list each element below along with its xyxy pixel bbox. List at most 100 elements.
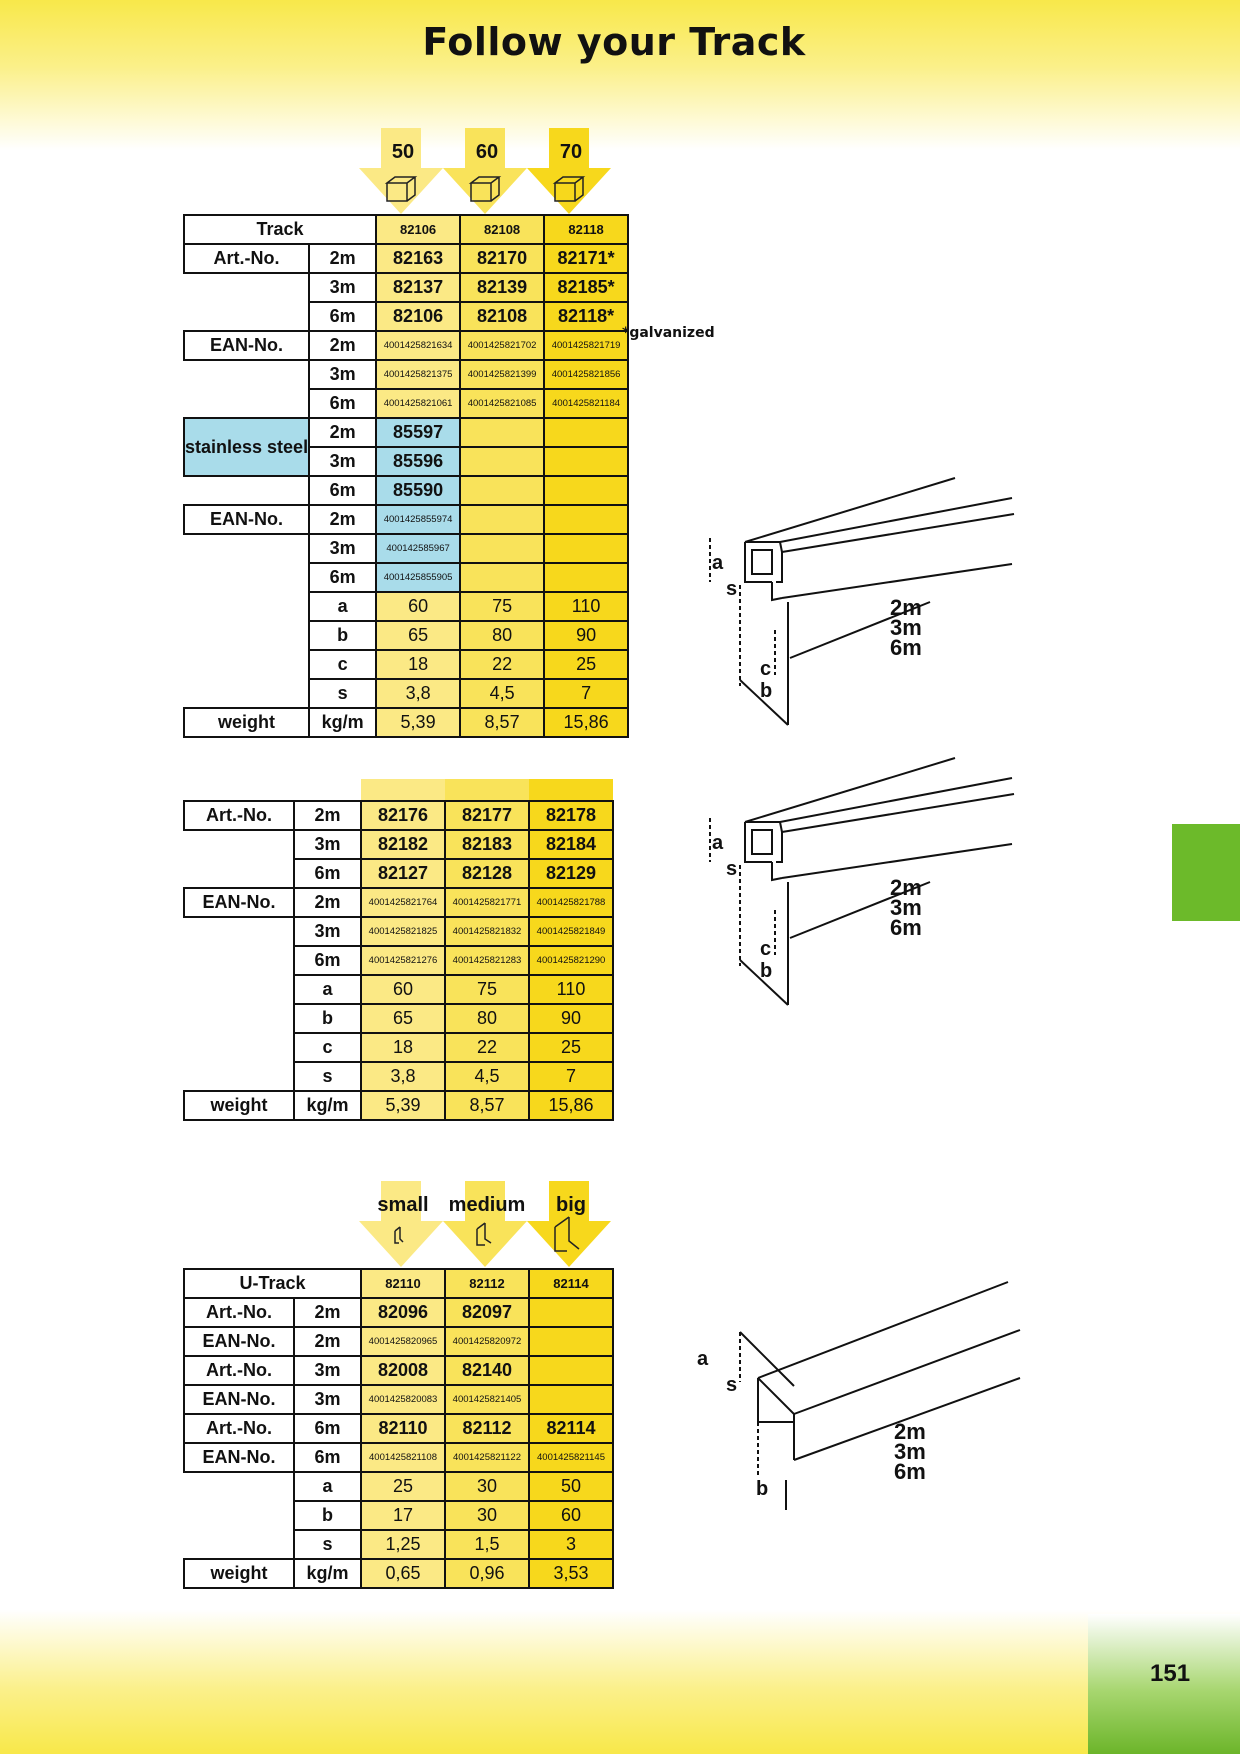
u-track-profile-drawing [739, 1281, 1021, 1510]
table-row: 6m 82127 82128 82129 [184, 858, 614, 889]
cell: 4001425821849 [528, 916, 614, 947]
empty-label [184, 917, 294, 946]
cell: 82185* [543, 272, 630, 303]
table-row: s 3,8 4,5 7 [184, 1061, 614, 1092]
row-label: weight [183, 1558, 295, 1589]
row-length: a [293, 1471, 362, 1502]
profile-70-icon [552, 176, 586, 202]
u-profile-big-icon [554, 1216, 580, 1252]
row-length: 3m [293, 1384, 362, 1415]
table-row: a 60 75 110 [184, 974, 614, 1005]
page-number: 151 [1150, 1660, 1191, 1687]
cell: 3,53 [528, 1558, 614, 1589]
cell [459, 446, 546, 477]
cell: 82008 [360, 1355, 446, 1386]
stainless-steel-label: stainless steel [182, 417, 311, 477]
track-header-label: Track [182, 214, 378, 245]
row-label: EAN-No. [182, 330, 311, 361]
row-length: 6m [308, 301, 378, 332]
cell: 85596 [375, 446, 462, 477]
table-row: s 3,8 4,5 7 [184, 678, 630, 709]
row-length: s [293, 1061, 362, 1092]
arrow-size-small [359, 1181, 443, 1267]
cell: 82183 [444, 829, 530, 860]
cell [543, 475, 630, 506]
empty-label [184, 563, 309, 592]
track-profile-drawing-2 [709, 757, 1015, 1006]
table-row: EAN-No. 2m 4001425821764 4001425821771 4… [183, 887, 614, 918]
length-2m: 2m [894, 1419, 926, 1444]
row-label: EAN-No. [183, 1442, 295, 1473]
cell: 85590 [375, 475, 462, 506]
size-label-medium: medium [448, 1194, 526, 1216]
table-row: weight kg/m 5,39 8,57 15,86 [183, 1090, 614, 1121]
row-label: Art.-No. [183, 1413, 295, 1444]
row-label: Art.-No. [183, 1297, 295, 1328]
table-row: Art.-No. 2m 82096 82097 [183, 1297, 614, 1328]
empty-label [184, 389, 309, 418]
cell: 4001425855905 [375, 562, 462, 593]
cell: 82184 [528, 829, 614, 860]
cell: 82129 [528, 858, 614, 889]
cell: 25 [543, 649, 630, 680]
cell: 50 [528, 1471, 614, 1502]
cell: 25 [360, 1471, 446, 1502]
cell: 82140 [444, 1355, 530, 1386]
cell: 4001425821085 [459, 388, 546, 419]
header-col-1: 82106 [375, 214, 462, 245]
cell: 110 [528, 974, 614, 1005]
row-length: 6m [293, 858, 362, 889]
empty-label [184, 830, 294, 859]
row-length: 6m [308, 562, 378, 593]
u-track-header-label: U-Track [183, 1268, 362, 1299]
cell [528, 1326, 614, 1357]
cell [543, 562, 630, 593]
table-row: stainless steel 2m 85597 [182, 417, 630, 477]
table-row: 3m 4001425821825 4001425821832 400142582… [184, 916, 614, 947]
cell: 30 [444, 1500, 530, 1531]
row-label: EAN-No. [183, 1326, 295, 1357]
empty-label [184, 946, 294, 975]
cell [528, 1355, 614, 1386]
profile-50-icon [384, 176, 418, 202]
cell: 4001425821375 [375, 359, 462, 390]
length-3m: 3m [890, 615, 922, 640]
cell: 82114 [528, 1413, 614, 1444]
cell: 4001425821856 [543, 359, 630, 390]
row-length: 2m [308, 417, 378, 448]
cell: 3 [528, 1529, 614, 1560]
track-spec-table-galvanized: Art.-No. 2m 82176 82177 82178 3m 82182 8… [183, 800, 614, 1121]
row-label: EAN-No. [183, 887, 295, 918]
page-title: Follow your Track [422, 20, 806, 64]
dim-label-s-3: s [726, 1374, 738, 1396]
row-length: a [293, 974, 362, 1005]
cell: 75 [444, 974, 530, 1005]
header-col-3: 82114 [528, 1268, 614, 1299]
dim-label-a-3: a [697, 1348, 709, 1370]
table-row: EAN-No. 2m 4001425821634 4001425821702 4… [182, 330, 630, 361]
cell: 4001425821108 [360, 1442, 446, 1473]
size-label-60: 60 [475, 141, 499, 163]
arrow-size-60 [443, 128, 527, 214]
spacer-strip-2 [445, 779, 529, 800]
table-row: 3m 82137 82139 82185* [184, 272, 630, 303]
table-row: weight kg/m 0,65 0,96 3,53 [183, 1558, 614, 1589]
cell: 80 [444, 1003, 530, 1034]
cell: 25 [528, 1032, 614, 1063]
cell: 400142585967 [375, 533, 462, 564]
cell: 82112 [444, 1413, 530, 1444]
cell: 82171* [543, 243, 630, 274]
cell: 82096 [360, 1297, 446, 1328]
cell: 82139 [459, 272, 546, 303]
row-length: b [308, 620, 378, 651]
u-profile-medium-icon [476, 1222, 492, 1246]
cell: 4001425821771 [444, 887, 530, 918]
empty-label [184, 1530, 294, 1559]
cell: 82110 [360, 1413, 446, 1444]
cell: 4001425820965 [360, 1326, 446, 1357]
table-row: EAN-No. 6m 4001425821108 4001425821122 4… [183, 1442, 614, 1473]
row-length: a [308, 591, 378, 622]
empty-label [184, 273, 309, 302]
cell: 18 [375, 649, 462, 680]
cell: 4001425821719 [543, 330, 630, 361]
